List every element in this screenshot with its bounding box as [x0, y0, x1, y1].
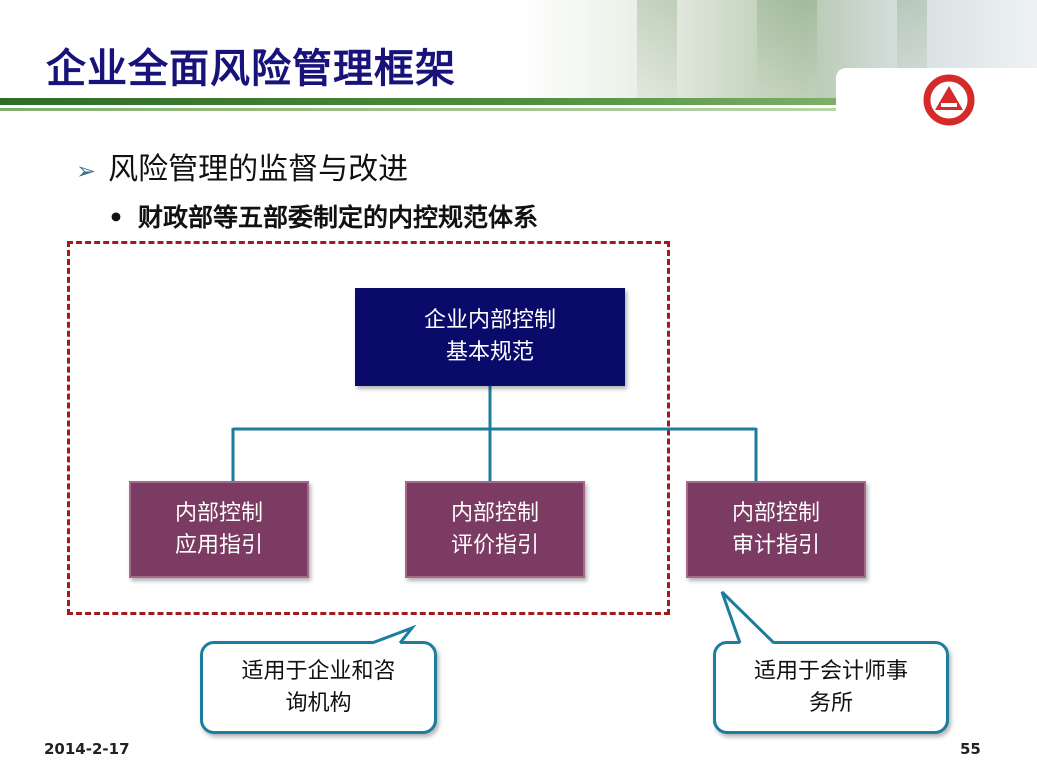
bullet-level2: • 财政部等五部委制定的内控规范体系 [108, 198, 538, 234]
bullet-level1: ➢ 风险管理的监督与改进 [76, 144, 408, 188]
node-label-line1: 内部控制 [450, 500, 539, 526]
title-rule-thin [0, 108, 860, 111]
slide-title: 企业全面风险管理框架 [46, 46, 456, 92]
node-label-line1: 内部控制 [731, 500, 820, 526]
node-audit-guide: 内部控制 审计指引 [686, 481, 866, 578]
dot-bullet-icon: • [108, 203, 124, 232]
footer-date: 2014-2-17 [44, 740, 130, 758]
banner-decoration [637, 0, 677, 100]
node-label-line1: 企业内部控制 [423, 308, 556, 333]
callout-pointer-left-outline [371, 624, 417, 645]
callout-pointer-right-outline [720, 590, 776, 645]
node-application-guide: 内部控制 应用指引 [129, 481, 309, 578]
node-label-line2: 评价指引 [450, 532, 539, 558]
header-banner-image [517, 0, 1037, 100]
arrow-bullet-icon: ➢ [76, 157, 97, 185]
callout-line2: 询机构 [285, 690, 352, 716]
node-label-line1: 内部控制 [174, 500, 263, 526]
bullet-level1-text: 风险管理的监督与改进 [108, 152, 409, 187]
page-number: 55 [960, 740, 981, 758]
callout-enterprises: 适用于企业和咨 询机构 [200, 641, 437, 734]
node-label-line2: 应用指引 [174, 532, 263, 558]
banner-decoration [757, 0, 817, 100]
node-basic-norm: 企业内部控制 基本规范 [355, 288, 625, 386]
node-label-line2: 审计指引 [731, 532, 820, 558]
bank-logo-icon [923, 74, 975, 126]
title-rule [0, 98, 860, 105]
node-evaluation-guide: 内部控制 评价指引 [405, 481, 585, 578]
callout-line1: 适用于企业和咨 [241, 658, 396, 684]
node-label-line2: 基本规范 [445, 340, 534, 365]
callout-line1: 适用于会计师事 [753, 658, 908, 684]
bullet-level2-text: 财政部等五部委制定的内控规范体系 [137, 203, 538, 232]
callout-accounting-firms: 适用于会计师事 务所 [713, 641, 949, 734]
callout-line2: 务所 [808, 690, 853, 716]
